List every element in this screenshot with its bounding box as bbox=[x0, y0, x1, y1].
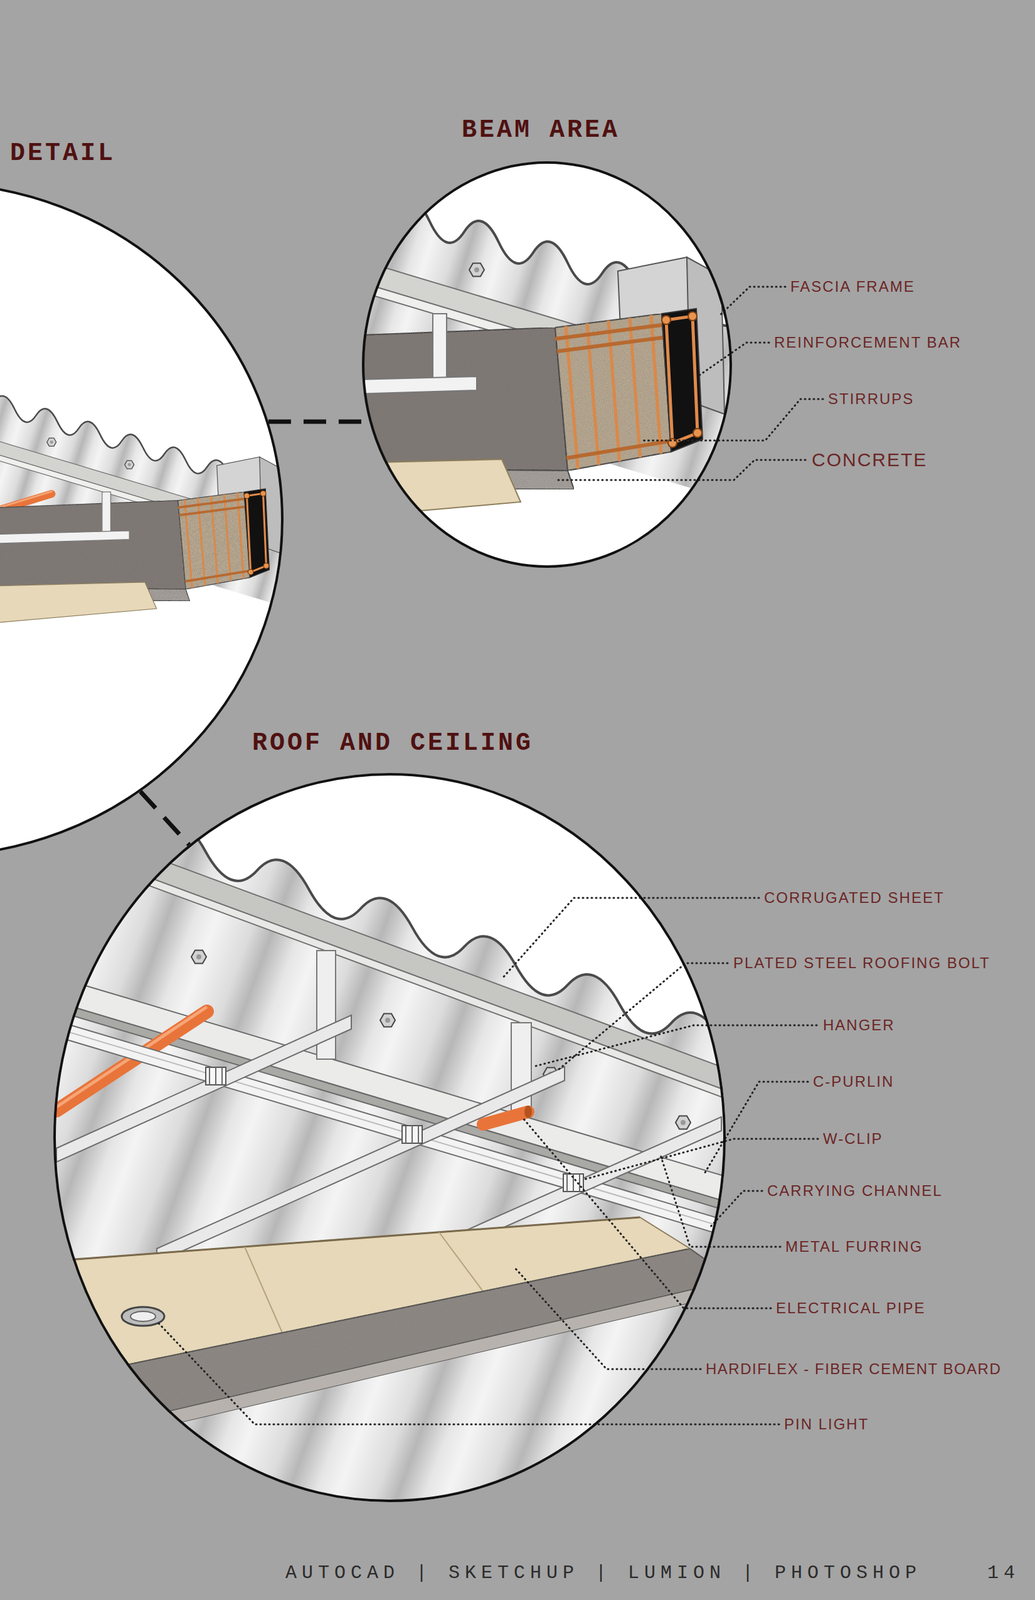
callout-label: C-PURLIN bbox=[812, 1072, 894, 1091]
circle-heading: ROOF AND CEILING bbox=[252, 729, 534, 758]
page-number: 14 bbox=[987, 1561, 1020, 1584]
leader-line bbox=[719, 286, 786, 316]
callout-label: HARDIFLEX - FIBER CEMENT BOARD bbox=[705, 1359, 1002, 1378]
callout-label: CONCRETE bbox=[811, 449, 928, 472]
callout-label: PIN LIGHT bbox=[784, 1415, 869, 1433]
dashed-connector bbox=[140, 790, 190, 845]
leader-line bbox=[697, 342, 770, 377]
leader-line bbox=[558, 459, 806, 480]
leader-line bbox=[501, 897, 759, 979]
callout-label: METAL FURRING bbox=[785, 1237, 923, 1256]
leader-line bbox=[642, 398, 823, 441]
leader-line bbox=[583, 1138, 818, 1180]
leader-line bbox=[533, 1024, 817, 1067]
circle-outline bbox=[361, 161, 733, 568]
callout-label: HANGER bbox=[822, 1016, 896, 1034]
software-list: AUTOCAD | SKETCHUP | LUMION | PHOTOSHOP bbox=[285, 1561, 922, 1584]
detail-circle: BEAM AREA bbox=[361, 161, 733, 568]
callout-label: CORRUGATED SHEET bbox=[764, 888, 945, 907]
leader-line bbox=[158, 1322, 780, 1424]
leader-line bbox=[521, 1116, 771, 1308]
leader-line bbox=[703, 1081, 808, 1175]
callout-label: STIRRUPS bbox=[828, 390, 914, 408]
leader-line bbox=[515, 1268, 701, 1369]
roof-ceiling-scene bbox=[50, 772, 775, 1537]
callout-label: W-CLIP bbox=[822, 1129, 884, 1148]
callout-label: REINFORCEMENT BAR bbox=[774, 333, 962, 352]
callout-label: FASCIA FRAME bbox=[790, 277, 916, 296]
beam-scene bbox=[188, 138, 775, 568]
circle-outline bbox=[53, 772, 726, 1502]
circle-heading: DETAIL bbox=[10, 139, 116, 168]
callout-label: CARRYING CHANNEL bbox=[767, 1181, 943, 1200]
circle-outline bbox=[0, 181, 284, 857]
circle-heading: BEAM AREA bbox=[461, 116, 620, 145]
detail-circle: DETAIL bbox=[0, 181, 284, 857]
callout-label: PLATED STEEL ROOFING BOLT bbox=[733, 954, 991, 972]
callout-label: ELECTRICAL PIPE bbox=[775, 1299, 926, 1317]
leader-lines bbox=[158, 286, 823, 1424]
dashed-connector bbox=[268, 419, 370, 425]
detail-circle: ROOF AND CEILING bbox=[53, 772, 726, 1502]
